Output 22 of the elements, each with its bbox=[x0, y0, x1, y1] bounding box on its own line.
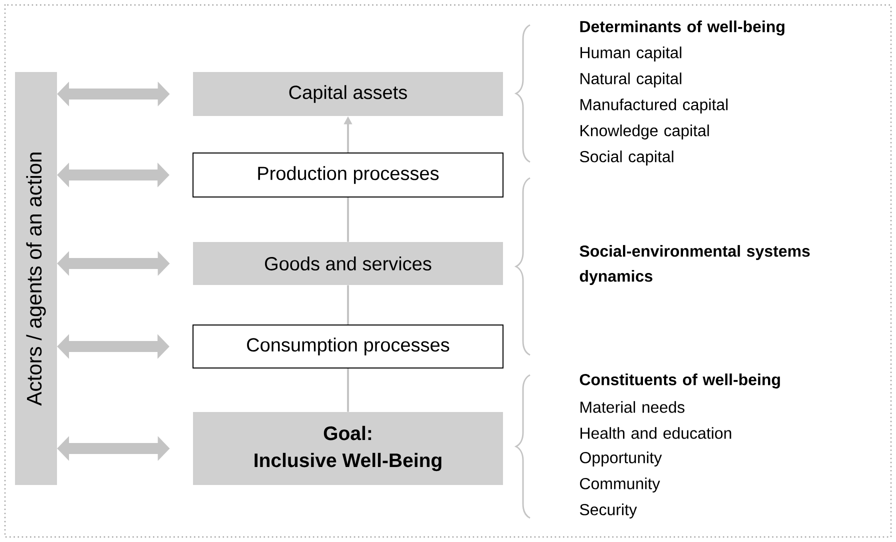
list-item: Manufactured capital bbox=[580, 98, 728, 114]
list-item: Opportunity bbox=[580, 452, 662, 466]
list-item: Natural capital bbox=[580, 72, 682, 88]
stock-box: Goods and services bbox=[193, 242, 503, 285]
list-item: Material needs bbox=[580, 401, 684, 413]
actors-bar: Actors / agents of an action bbox=[15, 72, 57, 485]
process-box: Production processes bbox=[192, 152, 504, 198]
list-item: Security bbox=[580, 504, 637, 518]
list-item: Knowledge capital bbox=[580, 124, 709, 140]
list-item: Social capital bbox=[580, 150, 674, 166]
list-heading: Social-environmental systems dynamics bbox=[580, 245, 810, 285]
connector-line bbox=[347, 285, 349, 324]
list-item: Health and education bbox=[580, 427, 732, 439]
stock-box: Capital assets bbox=[193, 72, 503, 116]
process-box: Consumption processes bbox=[192, 324, 504, 368]
goal-box: Goal: Inclusive Well-Being bbox=[193, 412, 503, 485]
list-item: Human capital bbox=[580, 46, 682, 62]
list-item: Community bbox=[580, 478, 660, 492]
connector-line bbox=[347, 368, 349, 412]
list-heading: Constituents of well-being bbox=[580, 374, 780, 388]
list-heading: Determinants of well-being bbox=[580, 20, 784, 36]
connector-line bbox=[347, 198, 349, 242]
